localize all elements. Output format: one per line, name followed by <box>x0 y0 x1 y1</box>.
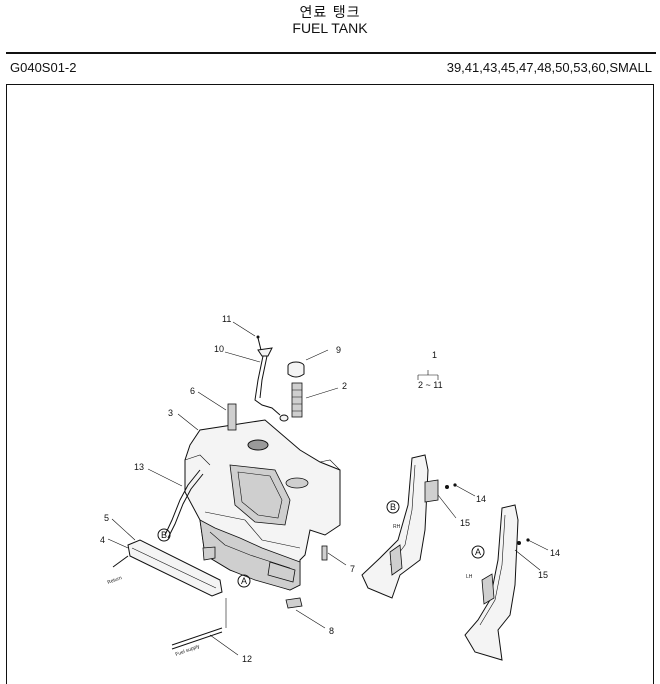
diagram-frame <box>6 84 654 684</box>
svg-text:B: B <box>161 530 167 540</box>
callout-6: 6 <box>190 386 195 396</box>
supply-label: Fuel supply <box>175 643 202 658</box>
callout-4: 4 <box>100 535 105 545</box>
return-label: Return <box>107 575 123 586</box>
tank-strap-part <box>127 539 223 597</box>
callout-10: 10 <box>214 344 224 354</box>
lh-label: LH <box>466 574 473 580</box>
pad-8-part <box>285 597 303 609</box>
rh-label: RH <box>393 524 401 530</box>
callout-14-rh: 14 <box>476 494 486 504</box>
svg-text:B: B <box>390 502 396 512</box>
callout-3: 3 <box>168 408 173 418</box>
bracket-6-part <box>227 403 237 431</box>
hose-13-part <box>164 469 201 536</box>
bracket-lh-part <box>464 504 519 661</box>
connection-ref-a-strap: A <box>237 574 251 588</box>
page-title-english: FUEL TANK <box>292 20 368 36</box>
header-divider <box>6 52 656 54</box>
bracket-rh-part <box>361 454 439 599</box>
connection-ref-a-bracket: A <box>471 545 485 559</box>
callout-5: 5 <box>104 513 109 523</box>
callout-15-rh: 15 <box>460 518 470 528</box>
washer-part <box>445 483 530 545</box>
supply-pipe-edge <box>171 631 223 650</box>
callout-7: 7 <box>350 564 355 574</box>
page-title-korean: 연료 탱크 <box>299 5 361 21</box>
strainer-part <box>291 382 303 418</box>
pad-lower-part <box>202 546 216 561</box>
connection-ref-b-hose: B <box>157 528 171 542</box>
bracket-7-part <box>321 545 328 561</box>
return-line-part <box>112 555 129 568</box>
supply-pipe-part <box>171 627 223 646</box>
svg-text:A: A <box>475 547 481 557</box>
callout-13: 13 <box>134 462 144 472</box>
model-list: 39,41,43,45,47,48,50,53,60,SMALL <box>446 60 652 75</box>
callout-assembly-range: 2 ~ 11 <box>418 380 443 390</box>
hose-13-edge <box>167 473 204 539</box>
callout-1: 1 <box>432 350 437 360</box>
svg-text:A: A <box>241 576 247 586</box>
callout-15-lh: 15 <box>538 570 548 580</box>
leader-lines <box>107 321 549 656</box>
callout-11: 11 <box>222 314 231 324</box>
drawing-code: G040S01-2 <box>10 60 77 75</box>
callout-9: 9 <box>336 345 341 355</box>
callout-12: 12 <box>242 654 252 664</box>
callout-8: 8 <box>329 626 334 636</box>
callout-14-lh: 14 <box>550 548 560 558</box>
callout-2: 2 <box>342 381 347 391</box>
filler-cap-part <box>287 361 305 378</box>
connection-ref-b-bracket: B <box>386 500 400 514</box>
fuel-sender-part <box>254 335 289 422</box>
fuel-tank-part <box>184 419 341 591</box>
